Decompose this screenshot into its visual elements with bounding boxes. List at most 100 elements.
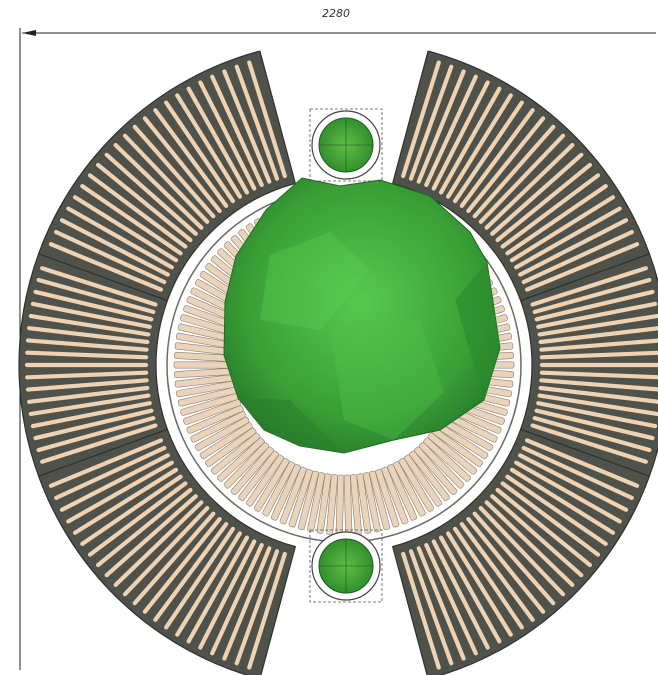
bench-slat	[459, 108, 535, 208]
bench-slat	[505, 184, 608, 256]
bench-slat	[122, 133, 210, 224]
bench-slat	[537, 393, 658, 417]
shrub-bounding-box	[309, 108, 383, 182]
bench-slat	[534, 408, 655, 441]
bench-slat	[495, 162, 593, 243]
inner-bench-slat	[262, 461, 296, 517]
bench-slat	[95, 487, 193, 568]
bench-slat	[104, 152, 198, 236]
inner-bench-slat	[409, 450, 450, 502]
bench-slat	[72, 467, 179, 535]
inner-bench-slat	[183, 399, 242, 425]
bench-slat	[33, 408, 154, 441]
inner-bench-slat	[316, 473, 332, 534]
inner-bench-slat	[173, 361, 235, 369]
bench-slat	[514, 206, 622, 270]
bench-slat	[66, 206, 174, 270]
tree-facet-dark	[455, 262, 500, 400]
inner-bench-slat	[403, 454, 443, 507]
bench-slat	[505, 474, 608, 546]
bench-slat	[40, 266, 158, 307]
inner-bench-slat	[238, 450, 279, 502]
inner-bench-slat	[369, 470, 391, 531]
bench-slat	[198, 80, 257, 191]
bench-slat	[164, 526, 236, 630]
bench-slat	[25, 338, 149, 352]
tree-canopy	[223, 177, 501, 454]
bench-slat	[539, 350, 658, 360]
bench-slat	[87, 481, 188, 557]
bench-slat	[524, 438, 640, 488]
bench-slat	[495, 487, 593, 568]
bench-slat	[175, 93, 242, 199]
outer-curved-benches	[18, 50, 658, 675]
bench-slat	[28, 393, 151, 417]
bench-slat	[36, 415, 156, 453]
bench-slat	[438, 86, 502, 195]
bench-slat	[534, 289, 655, 322]
bench-slat	[424, 542, 478, 656]
bench-slat	[478, 133, 566, 224]
bench-slat	[175, 531, 242, 637]
bench-slat	[518, 218, 629, 277]
inner-bench-slat	[253, 457, 290, 512]
bench-slat	[536, 301, 658, 329]
bench-slat	[210, 74, 264, 188]
bench-slat	[530, 423, 648, 464]
inner-bench-slat	[186, 405, 244, 434]
bench-slat	[66, 460, 174, 524]
bench-slat	[59, 218, 170, 277]
bench-slat	[54, 445, 167, 500]
bench-slat	[198, 539, 257, 650]
shrub-bounding-box	[309, 529, 383, 603]
bench-slat	[518, 453, 629, 512]
bench-slat	[490, 494, 584, 578]
bench-slat	[539, 370, 658, 380]
bench-slat	[164, 100, 236, 204]
bench-slat	[446, 93, 513, 199]
bench-slat	[446, 531, 513, 637]
bench-slat	[234, 64, 280, 181]
bench-slat	[538, 385, 658, 404]
bench-slat	[521, 230, 634, 285]
bench-slat	[72, 195, 179, 263]
bench-slat	[30, 301, 152, 329]
bench-slat	[514, 460, 622, 524]
shrubs	[309, 108, 383, 603]
bench-slat	[532, 277, 652, 315]
inner-bench-slat	[245, 454, 285, 507]
bench-slat	[87, 173, 188, 249]
inner-bench-slat	[381, 466, 409, 525]
bench-slat	[80, 474, 183, 546]
inner-bench-slat	[288, 468, 313, 528]
bench-slat	[122, 506, 210, 597]
bench-slat	[113, 143, 204, 230]
bench-slat	[509, 467, 616, 535]
bench-slat	[431, 539, 490, 650]
bench-slat	[80, 184, 183, 256]
inner-bench-slat	[418, 442, 465, 489]
inner-bench-slat	[414, 446, 458, 496]
dimension-label: 2280	[322, 7, 350, 20]
bench-slat	[40, 423, 158, 464]
inner-bench-slat	[270, 464, 301, 521]
bench-slat	[538, 326, 658, 345]
bench-segment	[37, 428, 296, 675]
bench-slat	[539, 378, 658, 392]
bench-slat	[142, 116, 222, 214]
inner-bench-slat	[297, 470, 319, 531]
bench-slat	[25, 378, 149, 392]
bench-slat	[509, 195, 616, 263]
bench-slat	[54, 230, 167, 285]
bench-slat	[27, 385, 150, 404]
inner-bench-slat	[190, 411, 247, 443]
bench-slat	[536, 401, 658, 429]
bench-slat	[95, 162, 193, 243]
bench-slat	[222, 69, 272, 184]
bench-slat	[416, 69, 466, 184]
bench-slat	[478, 506, 566, 597]
bench-slat	[25, 350, 149, 360]
shrub	[309, 108, 383, 182]
bench-slat	[524, 242, 640, 292]
